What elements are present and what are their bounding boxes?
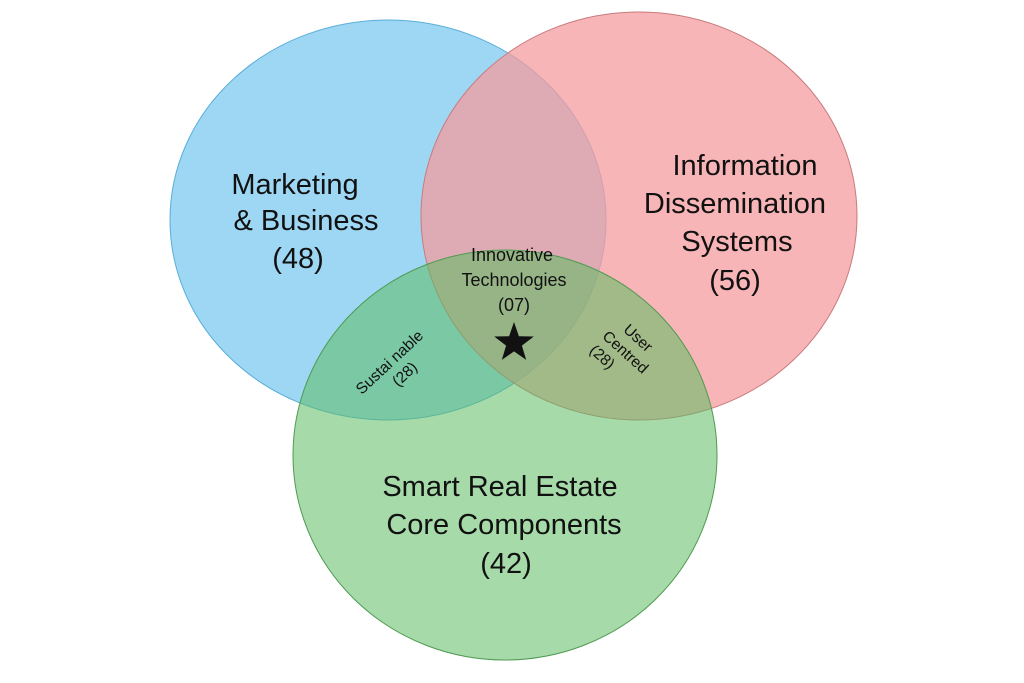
smart-circle [292,249,718,661]
information-line1: Information [672,150,817,182]
information-line3: Systems [681,226,792,258]
innovative-count: (07) [498,295,530,315]
innovative-label: Innovative Technologies (07) [461,245,566,315]
smart-label: Smart Real Estate Core Components (42) [382,471,621,580]
marketing-line2: & Business [233,205,378,237]
information-label: Information Dissemination Systems (56) [644,150,826,297]
innovative-line2: Technologies [461,270,566,290]
smart-line2: Core Components [386,509,621,541]
star-icon [494,322,534,360]
smart-line1: Smart Real Estate [382,471,617,503]
marketing-label: Marketing & Business (48) [231,169,378,275]
information-line2: Dissemination [644,188,826,220]
smart-count: (42) [480,548,532,580]
information-count: (56) [709,265,761,297]
innovative-line1: Innovative [471,245,553,265]
marketing-count: (48) [272,243,324,275]
marketing-line1: Marketing [231,169,358,201]
